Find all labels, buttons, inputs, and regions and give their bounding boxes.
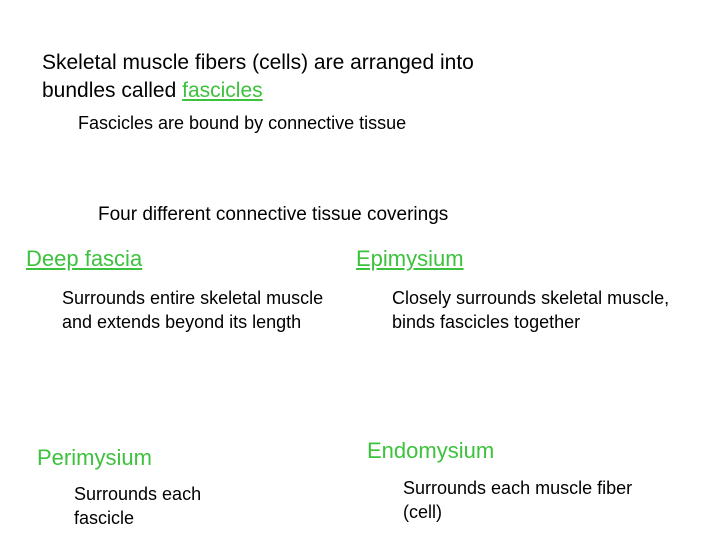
intro-line-1: Skeletal muscle fibers (cells) are arran… [42, 51, 474, 74]
intro-line-2: bundles called fascicles [42, 77, 474, 105]
perimysium-description: Surrounds each fascicle [74, 484, 202, 528]
epimysium-description: Closely surrounds skeletal muscle, binds… [392, 288, 670, 332]
coverings-title: Four different connective tissue coverin… [98, 204, 449, 225]
epimysium-heading: Epimysium [356, 246, 464, 271]
fascicles-subpoint: Fascicles are bound by connective tissue [78, 113, 407, 133]
intro-text: Skeletal muscle fibers (cells) are arran… [42, 49, 474, 105]
deep-fascia-heading: Deep fascia [26, 246, 143, 271]
endomysium-heading: Endomysium [367, 438, 495, 463]
fascicles-keyword: fascicles [182, 79, 263, 102]
intro-line-2-prefix: bundles called [42, 79, 183, 102]
deep-fascia-description: Surrounds entire skeletal muscle and ext… [62, 288, 324, 332]
perimysium-heading: Perimysium [37, 445, 152, 470]
endomysium-description: Surrounds each muscle fiber (cell) [403, 478, 633, 522]
